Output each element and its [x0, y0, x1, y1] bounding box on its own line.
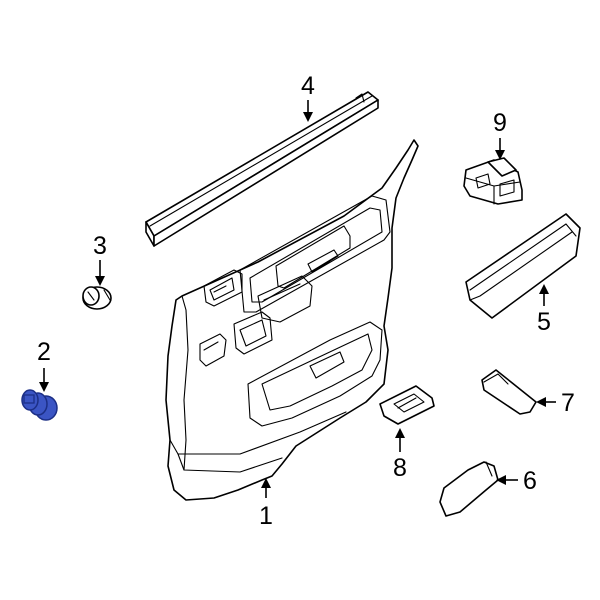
callout-5: 5 [537, 308, 551, 336]
leader-lines [39, 100, 556, 498]
callout-3: 3 [93, 232, 107, 260]
retainer-clip-part[interactable] [21, 389, 58, 421]
handle-cover-part[interactable] [439, 461, 499, 517]
callout-9: 9 [493, 109, 507, 137]
door-trim-panel-part[interactable] [165, 139, 419, 501]
callout-6: 6 [523, 467, 537, 495]
callout-2: 2 [37, 338, 51, 366]
plug-bushing-part[interactable] [82, 286, 112, 310]
switch-insert-part[interactable] [481, 369, 537, 415]
belt-weatherstrip-part[interactable] [145, 91, 379, 247]
callout-7: 7 [561, 389, 575, 417]
trim-applique-part[interactable] [465, 213, 581, 319]
callout-8: 8 [393, 454, 407, 482]
window-switch-part[interactable] [463, 157, 523, 205]
callout-1: 1 [259, 502, 273, 530]
switch-bezel-part[interactable] [379, 385, 435, 425]
callout-4: 4 [301, 72, 315, 100]
